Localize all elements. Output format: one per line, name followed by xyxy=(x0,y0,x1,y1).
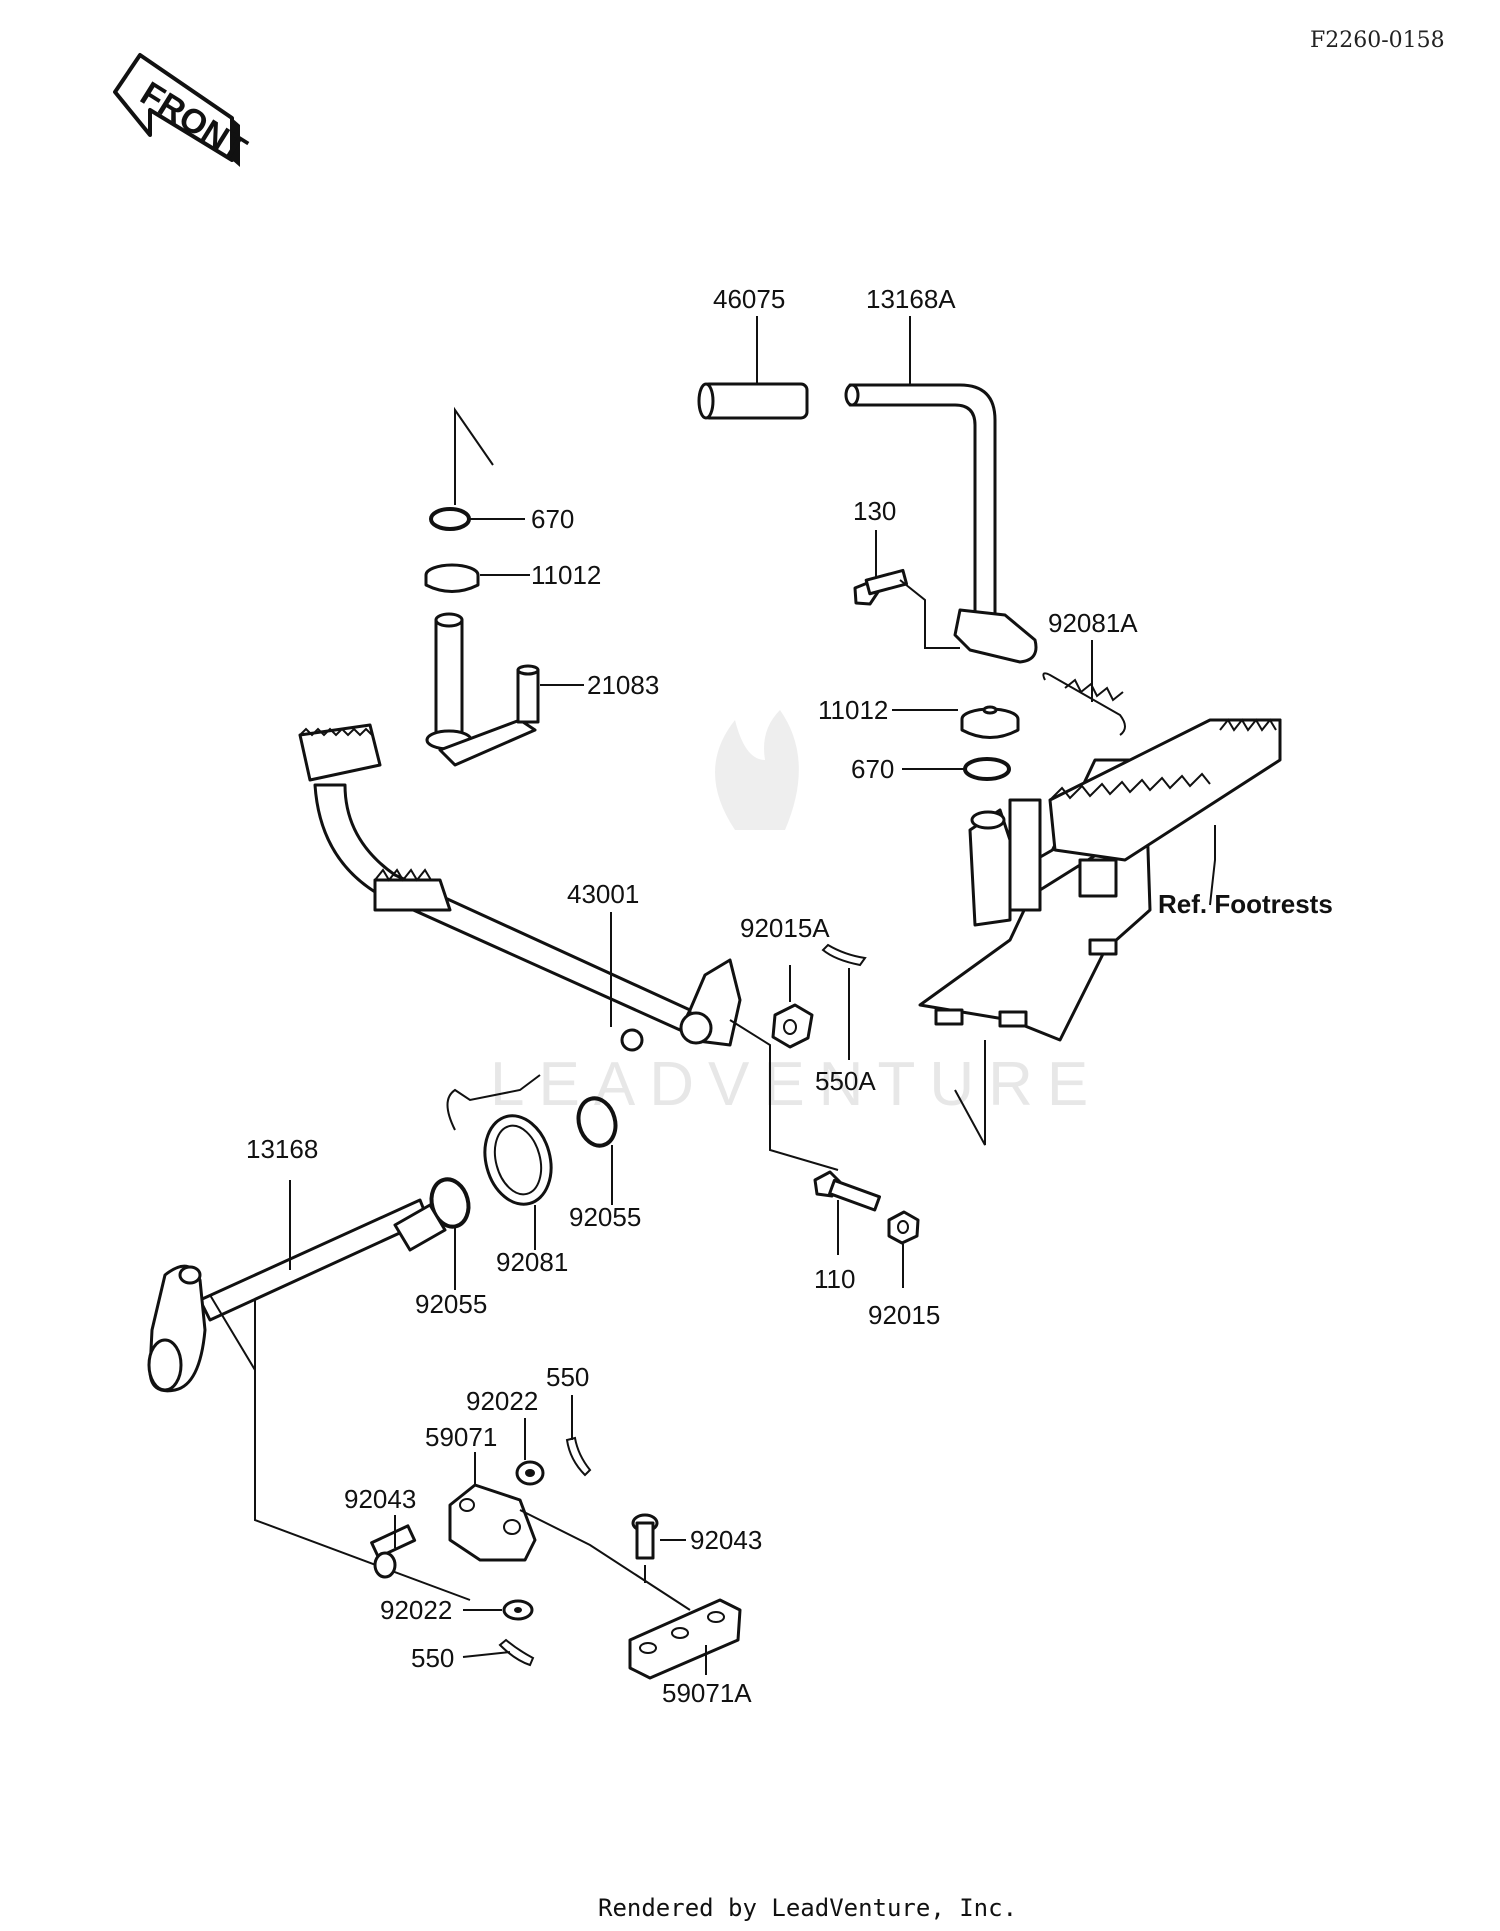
label-92043-left: 92043 xyxy=(344,1484,416,1514)
label-11012-top: 11012 xyxy=(531,560,601,590)
footrest-bracket xyxy=(918,718,1282,1146)
label-92081: 92081 xyxy=(496,1247,568,1277)
bushing-11012-top xyxy=(424,563,530,593)
label-92081A: 92081A xyxy=(1048,608,1138,638)
diagram-code: F2260-0158 xyxy=(1310,28,1445,53)
label-11012-right: 11012 xyxy=(818,695,888,725)
footer-credit: Rendered by LeadVenture, Inc. xyxy=(598,1894,1017,1922)
front-arrow-icon: FRONT xyxy=(113,53,253,169)
pedal-arm-13168A xyxy=(844,316,1038,664)
label-130: 130 xyxy=(853,496,896,526)
label-ref-footrests: Ref. Footrests xyxy=(1158,889,1333,919)
oring-670-top xyxy=(429,406,525,531)
label-43001: 43001 xyxy=(567,879,639,909)
cotter-pin-550A xyxy=(821,943,867,1060)
label-92055-left: 92055 xyxy=(415,1289,487,1319)
brake-pedal-43001 xyxy=(298,723,742,1052)
ring-92055-right xyxy=(576,1096,618,1205)
bushing-11012-right xyxy=(892,705,1020,739)
label-550-top: 550 xyxy=(546,1362,589,1392)
grip-46075 xyxy=(697,316,809,420)
label-92022-top: 92022 xyxy=(466,1386,538,1416)
bolt-130 xyxy=(853,530,960,649)
label-92022-bottom: 92022 xyxy=(380,1595,452,1625)
watermark: LEADVENTURE xyxy=(490,710,1102,1119)
label-670-right: 670 xyxy=(851,754,894,784)
pin-92043-right xyxy=(631,1513,686,1583)
washer-92022-top xyxy=(515,1418,545,1486)
shaft-13168 xyxy=(147,1180,471,1601)
shaft-21083 xyxy=(425,612,584,767)
spring-92081A xyxy=(1042,640,1126,736)
ref-footrests-leader xyxy=(1209,825,1216,906)
clevis-59071 xyxy=(448,1452,691,1611)
label-59071A: 59071A xyxy=(662,1678,752,1708)
nut-92015A xyxy=(771,965,814,1049)
label-92055-right: 92055 xyxy=(569,1202,641,1232)
watermark-text: LEADVENTURE xyxy=(490,1050,1102,1119)
label-550-bottom: 550 xyxy=(411,1643,454,1673)
label-92043-right: 92043 xyxy=(690,1525,762,1555)
label-21083: 21083 xyxy=(587,670,659,700)
label-670-top: 670 xyxy=(531,504,574,534)
label-59071: 59071 xyxy=(425,1422,497,1452)
link-plate-59071A xyxy=(628,1598,742,1680)
nut-92015 xyxy=(887,1210,920,1288)
label-13168A: 13168A xyxy=(866,284,956,314)
label-92015: 92015 xyxy=(868,1300,940,1330)
label-110: 110 xyxy=(814,1264,855,1294)
pin-92043-left xyxy=(370,1515,417,1579)
label-13168: 13168 xyxy=(246,1134,318,1164)
cotter-pin-550-bottom xyxy=(462,1638,535,1667)
label-550A: 550A xyxy=(815,1066,876,1096)
spring-92081 xyxy=(446,1074,553,1250)
oring-670-right xyxy=(902,757,1011,781)
bolt-110 xyxy=(729,1019,881,1255)
washer-92022-bottom xyxy=(463,1599,534,1621)
label-46075: 46075 xyxy=(713,284,785,314)
cotter-pin-550-top xyxy=(565,1395,592,1477)
label-92015A: 92015A xyxy=(740,913,830,943)
